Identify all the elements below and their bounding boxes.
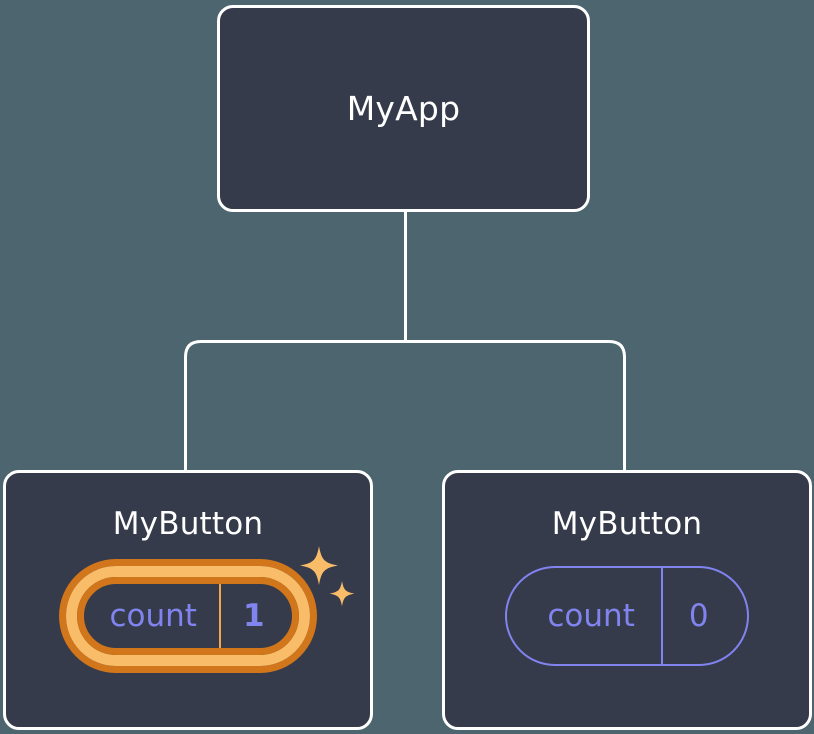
- state-pill-plain[interactable]: count 0: [505, 566, 749, 666]
- state-key: count: [109, 597, 197, 634]
- state-pill-wrapper: count 1: [66, 546, 355, 666]
- component-node-title: MyButton: [112, 506, 264, 542]
- component-node-title: MyApp: [346, 89, 461, 128]
- component-node-myapp[interactable]: MyApp: [217, 5, 590, 212]
- state-value: 0: [660, 568, 747, 664]
- sparkle-small-icon: [329, 581, 355, 607]
- component-node-mybutton-left[interactable]: MyButton count 1: [3, 470, 373, 730]
- state-pill-highlighted[interactable]: count 1: [66, 566, 310, 666]
- state-pill-wrapper: count 0: [505, 566, 749, 666]
- component-node-title: MyButton: [551, 506, 703, 542]
- state-key: count: [547, 597, 635, 634]
- state-value: 1: [218, 577, 299, 655]
- sparkle-large-icon: [299, 546, 338, 585]
- connector-branch: [184, 340, 626, 470]
- component-node-mybutton-right[interactable]: MyButton count 0: [442, 470, 812, 730]
